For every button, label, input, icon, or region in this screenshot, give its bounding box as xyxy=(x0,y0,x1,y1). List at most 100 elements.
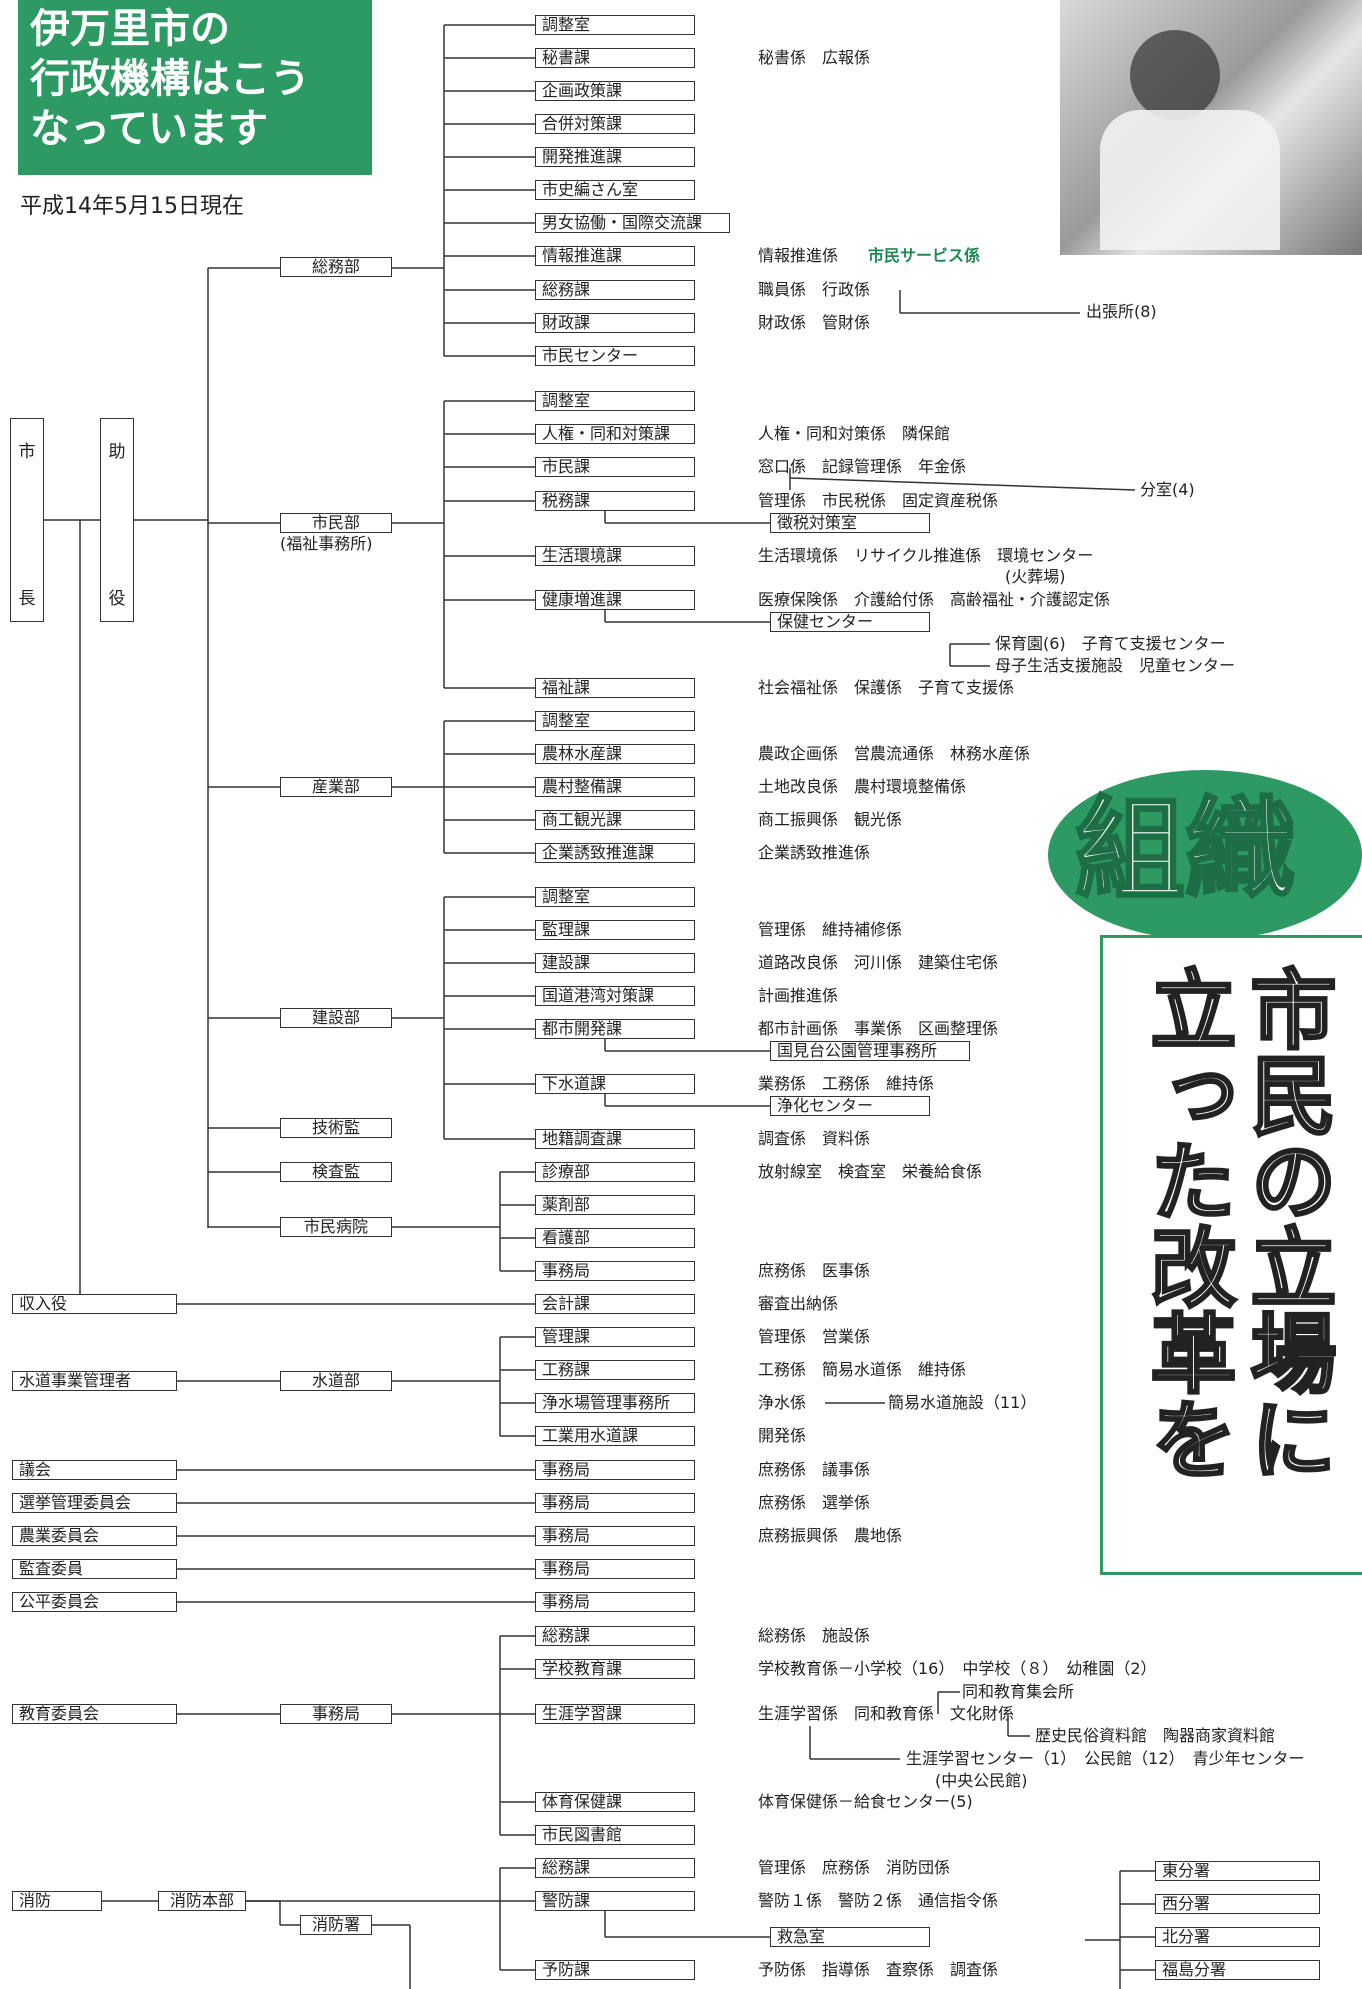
dept-box: 事務局 xyxy=(535,1493,695,1513)
dept-box: 薬剤部 xyxy=(535,1195,695,1215)
left-senkyo: 選挙管理委員会 xyxy=(12,1493,177,1513)
dept-box: 市民図書館 xyxy=(535,1825,695,1845)
section-note: 商工振興係 観光係 xyxy=(758,810,903,829)
section-note: 体育保健係－給食センター(5) xyxy=(758,1792,973,1811)
section-note: 庶務係 医事係 xyxy=(758,1261,871,1280)
dept-box: 国見台公園管理事務所 xyxy=(770,1041,970,1061)
unit-shimin: 市民部 xyxy=(280,513,392,533)
slogan-big: 組織 xyxy=(1074,785,1297,916)
dept-box: 事務局 xyxy=(535,1261,695,1281)
dept-box: 生活環境課 xyxy=(535,546,695,566)
section-note: 審査出納係 xyxy=(758,1294,839,1313)
section-note: 都市計画係 事業係 区画整理係 xyxy=(758,1019,999,1038)
left-suido-kanri: 水道事業管理者 xyxy=(12,1371,177,1391)
dept-box: 生涯学習課 xyxy=(535,1704,695,1724)
unit-suidobu: 水道部 xyxy=(280,1371,392,1391)
title-line-3: なっています xyxy=(30,106,268,152)
dept-box: 調整室 xyxy=(535,711,695,731)
dept-box: 地籍調査課 xyxy=(535,1129,695,1149)
unit-sangyo: 産業部 xyxy=(280,777,392,797)
left-shunyu: 収入役 xyxy=(12,1294,177,1314)
section-note: 企業誘致推進係 xyxy=(758,843,871,862)
section-note: 調査係 資料係 xyxy=(758,1129,871,1148)
section-note: 社会福祉係 保護係 子育て支援係 xyxy=(758,678,1015,697)
dept-box: 会計課 xyxy=(535,1294,695,1314)
section-note: 工務係 簡易水道係 維持係 xyxy=(758,1360,967,1379)
slogan-text: 市民の立場に立った改革を xyxy=(1134,964,1337,1483)
mayor-box: 市 長 xyxy=(10,418,44,622)
dept-box: 総務課 xyxy=(535,1858,695,1878)
dept-box: 都市開発課 xyxy=(535,1019,695,1039)
left-kansa: 監査委員 xyxy=(12,1559,177,1579)
dept-box: 開発推進課 xyxy=(535,147,695,167)
dept-box: 国道港湾対策課 xyxy=(535,986,695,1006)
dept-box: 商工観光課 xyxy=(535,810,695,830)
dept-box: 診療部 xyxy=(535,1162,695,1182)
dept-box: 調整室 xyxy=(535,887,695,907)
section-note: 管理係 営業係 xyxy=(758,1327,871,1346)
dept-box: 救急室 xyxy=(770,1927,930,1947)
section-note: 放射線室 検査室 栄養給食係 xyxy=(758,1162,983,1181)
dept-box: 市民センター xyxy=(535,346,695,366)
dept-box: 事務局 xyxy=(535,1592,695,1612)
dept-box: 健康増進課 xyxy=(535,590,695,610)
dept-box: 徴税対策室 xyxy=(770,513,930,533)
dept-box: 合併対策課 xyxy=(535,114,695,134)
unit-gijutsu: 技術監 xyxy=(280,1118,392,1138)
left-gikai: 議会 xyxy=(12,1460,177,1480)
section-note: 業務係 工務係 維持係 xyxy=(758,1074,935,1093)
deputy-box: 助 役 xyxy=(100,418,134,622)
section-note: 出張所(8) xyxy=(1086,302,1157,321)
dept-box: 農林水産課 xyxy=(535,744,695,764)
dept-box: 管理課 xyxy=(535,1327,695,1347)
dept-box: 浄水場管理事務所 xyxy=(535,1393,695,1413)
section-note: 管理係 庶務係 消防団係 xyxy=(758,1858,951,1877)
dept-box: 税務課 xyxy=(535,491,695,511)
dept-box: 秘書課 xyxy=(535,48,695,68)
unit-kyoiku-jimukyoku: 事務局 xyxy=(280,1704,392,1724)
section-note: 土地改良係 農村環境整備係 xyxy=(758,777,967,796)
section-note: 秘書係 広報係 xyxy=(758,48,871,67)
section-note: 庶務係 議事係 xyxy=(758,1460,871,1479)
dept-box: 予防課 xyxy=(535,1960,695,1980)
slogan-frame xyxy=(1100,935,1362,1575)
section-note: 保育園(6) 子育て支援センター xyxy=(995,634,1226,653)
connector-line xyxy=(789,477,1136,491)
unit-shobo-honbu: 消防本部 xyxy=(158,1891,246,1911)
dept-box: 情報推進課 xyxy=(535,246,695,266)
title-line-2: 行政機構はこう xyxy=(30,56,310,102)
section-note: 生涯学習センター（1） 公民館（12） 青少年センター xyxy=(906,1749,1305,1768)
title-line-1: 伊万里市の xyxy=(30,6,230,52)
dept-box: 事務局 xyxy=(535,1460,695,1480)
left-kyoiku: 教育委員会 xyxy=(12,1704,177,1724)
branch-box: 西分署 xyxy=(1155,1894,1320,1914)
section-note: 情報推進係 xyxy=(758,246,839,265)
section-note: 医療保険係 介護給付係 高齢福祉・介護認定係 xyxy=(758,590,1111,609)
unit-shimin-sub: (福祉事務所) xyxy=(280,534,373,553)
branch-box: 北分署 xyxy=(1155,1927,1320,1947)
section-note: 財政係 管財係 xyxy=(758,313,871,332)
section-note: 歴史民俗資料館 陶器商家資料館 xyxy=(1035,1726,1276,1745)
as-of-date: 平成14年5月15日現在 xyxy=(20,194,244,219)
slogan-badge xyxy=(1048,770,1362,940)
section-note: 管理係 市民税係 固定資産税係 xyxy=(758,491,999,510)
section-note: 計画推進係 xyxy=(758,986,839,1005)
section-note: (中央公民館) xyxy=(935,1771,1028,1790)
left-kohei: 公平委員会 xyxy=(12,1592,177,1612)
section-note: 浄水係 xyxy=(758,1393,807,1412)
left-shobo: 消防 xyxy=(12,1891,102,1911)
dept-box: 調整室 xyxy=(535,15,695,35)
unit-kensa: 検査監 xyxy=(280,1162,392,1182)
section-note: 予防係 指導係 査察係 調査係 xyxy=(758,1960,999,1979)
section-note: 職員係 行政係 xyxy=(758,280,871,299)
section-note: 窓口係 記録管理係 年金係 xyxy=(758,457,967,476)
dept-box: 監理課 xyxy=(535,920,695,940)
dept-box: 市民課 xyxy=(535,457,695,477)
dept-box: 工務課 xyxy=(535,1360,695,1380)
branch-box: 東分署 xyxy=(1155,1861,1320,1881)
section-note: 庶務振興係 農地係 xyxy=(758,1526,903,1545)
section-note: 学校教育係－小学校（16） 中学校（８） 幼稚園（2） xyxy=(758,1659,1157,1678)
dept-box: 農村整備課 xyxy=(535,777,695,797)
section-note: 分室(4) xyxy=(1140,480,1195,499)
